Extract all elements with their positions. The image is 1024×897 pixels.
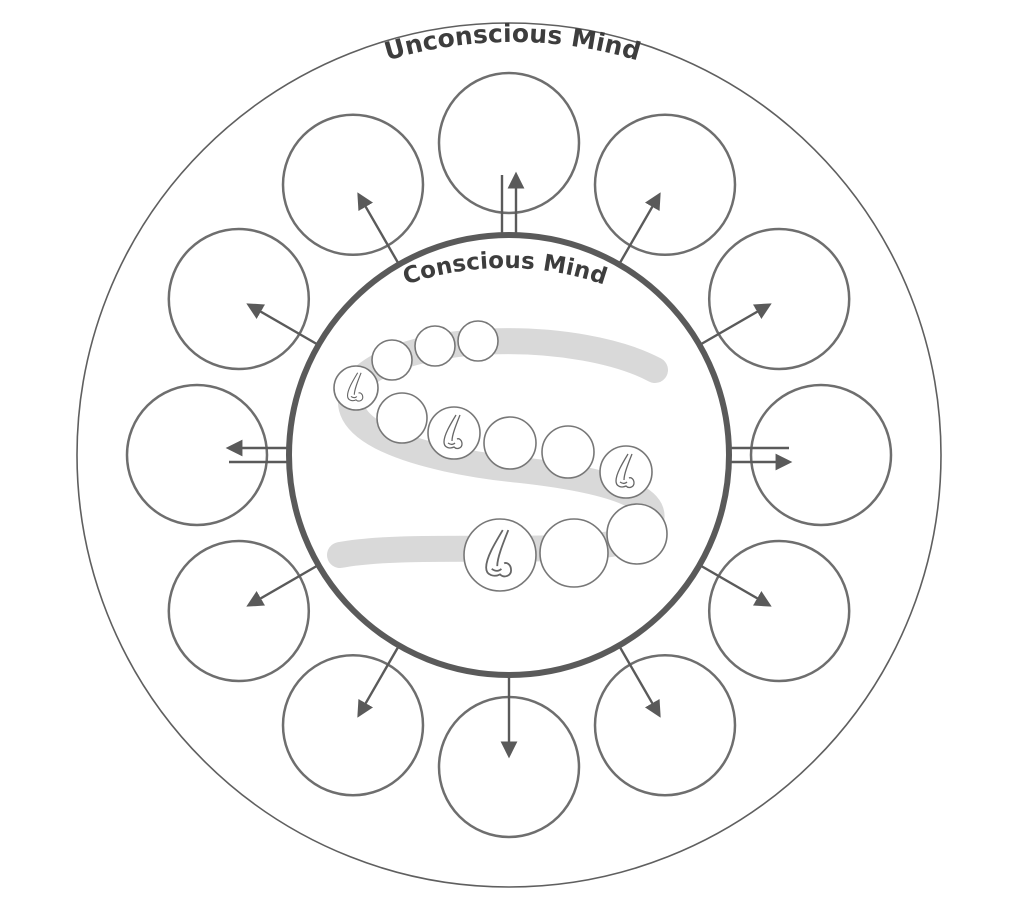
satellite-circle-left [125,383,269,527]
satellite-circle-right-upper [707,227,851,371]
satellite-circle-left-upper [167,227,311,371]
satellite-circle-top-right [593,113,737,257]
satellite-circle-top-left [281,113,425,257]
arrow-out-top-left [357,192,406,274]
bead-7 [483,416,537,470]
nose-icon [443,414,463,450]
satellite-circle-right [749,383,893,527]
arrow-out-left-lower [246,558,328,607]
satellite-circle-bottom-left [281,653,425,797]
bead-10 [606,503,668,565]
satellite-circle-top [437,71,581,215]
thought-beads [333,320,668,592]
bead-11 [539,518,609,588]
arrow-out-top-right [612,192,661,274]
bead-1 [457,320,499,362]
bead-3 [371,339,413,381]
satellite-circle-left-lower [167,539,311,683]
bead-2 [414,325,456,367]
arrow-out-left-upper [246,303,328,352]
nose-icon [615,453,635,489]
satellite-circle-bottom-right [593,653,737,797]
nose-icon [346,372,364,402]
nose-icon [485,529,512,578]
satellite-circle-right-lower [707,539,851,683]
bead-8 [541,425,595,479]
arrow-out-bottom-left [357,636,406,718]
arrow-out-right-upper [690,303,772,352]
satellite-circles [125,71,893,839]
arrow-out-bottom-right [612,636,661,718]
bead-5 [376,392,428,444]
arrow-out-right-lower [690,558,772,607]
connection-arrows [225,171,793,759]
